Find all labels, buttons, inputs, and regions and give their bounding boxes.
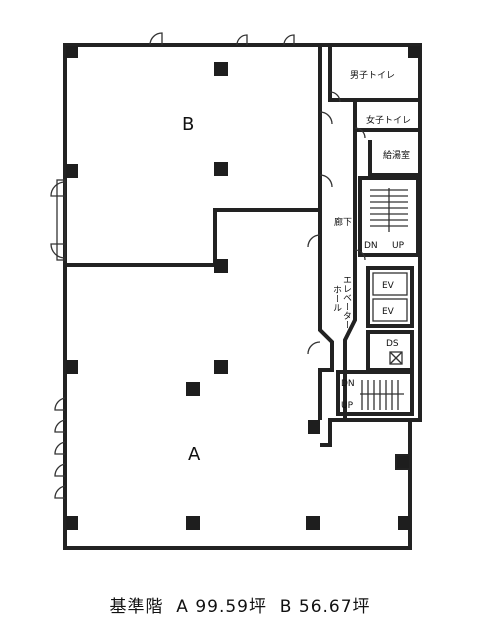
ev-wall xyxy=(366,266,414,328)
floor-label: 基準階 xyxy=(109,597,164,617)
elevator-hall-label-1: エレベーター xyxy=(341,275,352,329)
floor-area-caption: 基準階 A 99.59坪 B 56.67坪 xyxy=(0,592,480,617)
corridor-west-wall xyxy=(318,45,334,420)
area-b-label: B xyxy=(279,597,293,617)
stair-lower-up: UP xyxy=(341,401,354,411)
corridor-doors xyxy=(307,91,366,355)
stair-upper-dn: DN xyxy=(364,241,378,251)
stair-upper-wall xyxy=(358,176,420,257)
west-doors xyxy=(50,179,66,261)
ev-shafts xyxy=(372,272,408,322)
top-doors xyxy=(149,32,295,46)
stair-upper-up: UP xyxy=(392,241,405,251)
east-wall-notch xyxy=(320,418,410,447)
stair-lower-wall xyxy=(336,370,414,416)
west-windows xyxy=(54,397,66,499)
stair-upper-treads xyxy=(370,188,408,232)
stair-lower-treads xyxy=(360,380,404,410)
area-a-unit: 坪 xyxy=(248,597,267,617)
ds-label: DS xyxy=(386,339,399,349)
ev1-label: EV xyxy=(382,281,395,291)
area-b-unit: 坪 xyxy=(352,597,371,617)
ds-box xyxy=(389,351,403,365)
area-a-label: A xyxy=(176,597,189,617)
ev2-label: EV xyxy=(382,307,395,317)
area-a-value: 99.59 xyxy=(195,597,249,617)
corridor-label: 廊下 xyxy=(334,216,352,228)
room-a-label: A xyxy=(188,444,201,465)
toilet-block-wall xyxy=(328,45,420,177)
room-b-label: B xyxy=(182,114,194,135)
partition-b-a xyxy=(65,208,320,267)
stair-lower-dn: DN xyxy=(341,379,355,389)
area-b-value: 56.67 xyxy=(298,597,353,617)
men-toilet-label: 男子トイレ xyxy=(350,70,395,81)
core-wall xyxy=(343,100,357,420)
women-toilet-label: 女子トイレ xyxy=(366,114,411,126)
kitchenette-label: 給湯室 xyxy=(383,149,410,161)
columns xyxy=(66,46,420,530)
elevator-hall-label-2: ホール xyxy=(331,285,342,312)
